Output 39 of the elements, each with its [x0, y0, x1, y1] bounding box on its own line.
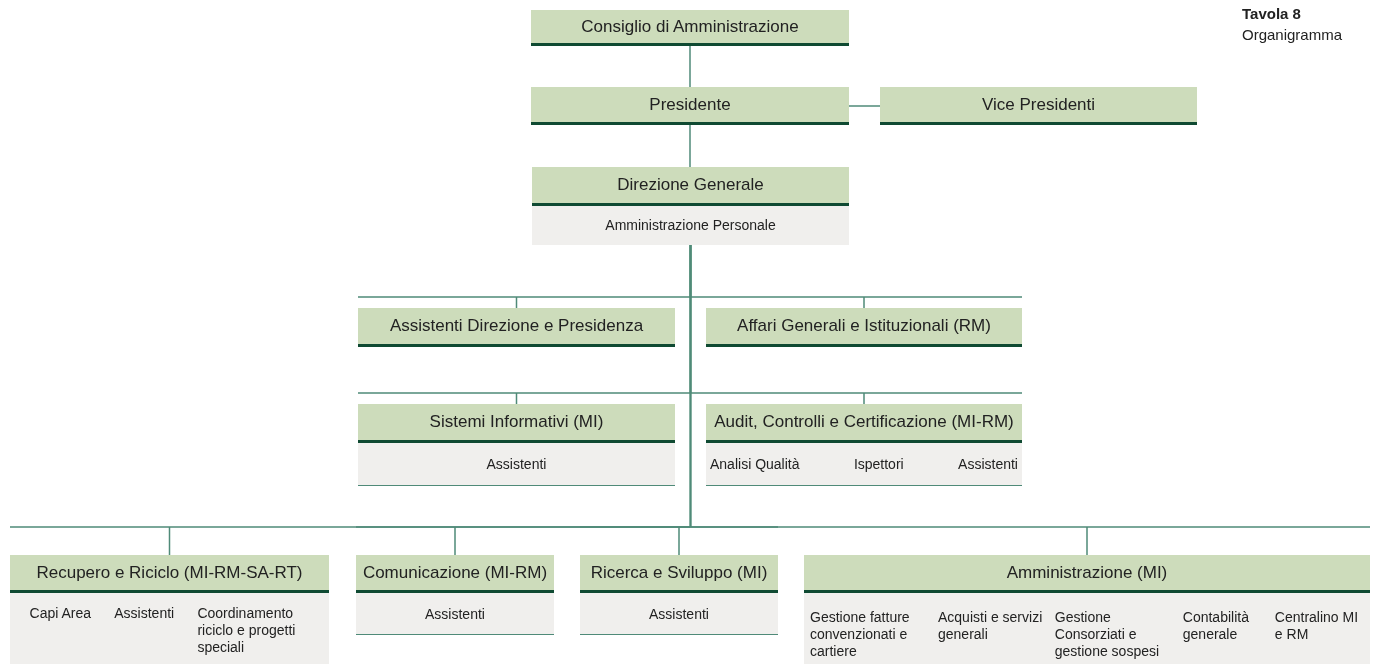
sub-unit-label: Assistenti — [114, 605, 175, 622]
org-unit-box — [358, 404, 675, 486]
connector-line — [689, 124, 691, 168]
sub-unit-label: Gestione Consorziati e gestione sospesi — [1054, 609, 1183, 660]
sub-unit-label: Gestione fatture convenzionati e cartiere — [810, 609, 938, 660]
unit-header: Comunicazione (MI-RM) — [356, 555, 554, 593]
unit-header: Ricerca e Sviluppo (MI) — [580, 555, 778, 593]
unit-header: Recupero e Riciclo (MI-RM-SA-RT) — [10, 555, 329, 593]
sub-unit-label: Centralino MI e RM — [1274, 609, 1364, 643]
org-unit-box — [356, 555, 554, 635]
connector-line — [689, 45, 691, 88]
sub-unit-label: Assistenti — [486, 456, 547, 473]
diagram-subtitle: Organigramma — [1242, 24, 1343, 45]
org-unit-box — [580, 555, 778, 635]
sub-unit-label: Assistenti — [425, 605, 485, 623]
sub-unit-label: Ispettori — [853, 456, 904, 473]
connector-line — [689, 244, 1371, 556]
unit-header: Consiglio di Amministrazione — [531, 10, 849, 46]
sub-unit-label: Analisi Qualità — [710, 456, 800, 473]
sub-unit-label: Contabilità generale — [1182, 609, 1275, 643]
unit-header: Affari Generali e Istituzionali (RM) — [706, 308, 1022, 347]
sub-unit-label: Amministrazione Personale — [605, 217, 776, 234]
sub-unit-label: Assistenti — [958, 456, 1018, 473]
unit-header: Assistenti Direzione e Presidenza — [358, 308, 675, 347]
sub-unit-label: Capi Area — [29, 605, 92, 622]
unit-header: Amministrazione (MI) — [804, 555, 1370, 593]
unit-header: Vice Presidenti — [880, 87, 1197, 125]
unit-header: Audit, Controlli e Certificazione (MI-RM) — [706, 404, 1022, 443]
org-unit-box — [10, 555, 329, 664]
org-unit-box — [532, 167, 849, 245]
unit-header: Presidente — [531, 87, 849, 125]
sub-unit-label: Assistenti — [649, 605, 709, 623]
unit-header: Direzione Generale — [532, 167, 849, 206]
org-unit-box — [706, 404, 1022, 486]
org-unit-box — [804, 555, 1370, 664]
sub-unit-label: Coordinamento riciclo e progetti speciali — [197, 605, 310, 656]
unit-header: Sistemi Informativi (MI) — [358, 404, 675, 443]
diagram-title: Tavola 8 — [1242, 4, 1302, 24]
connector-line — [848, 105, 881, 107]
